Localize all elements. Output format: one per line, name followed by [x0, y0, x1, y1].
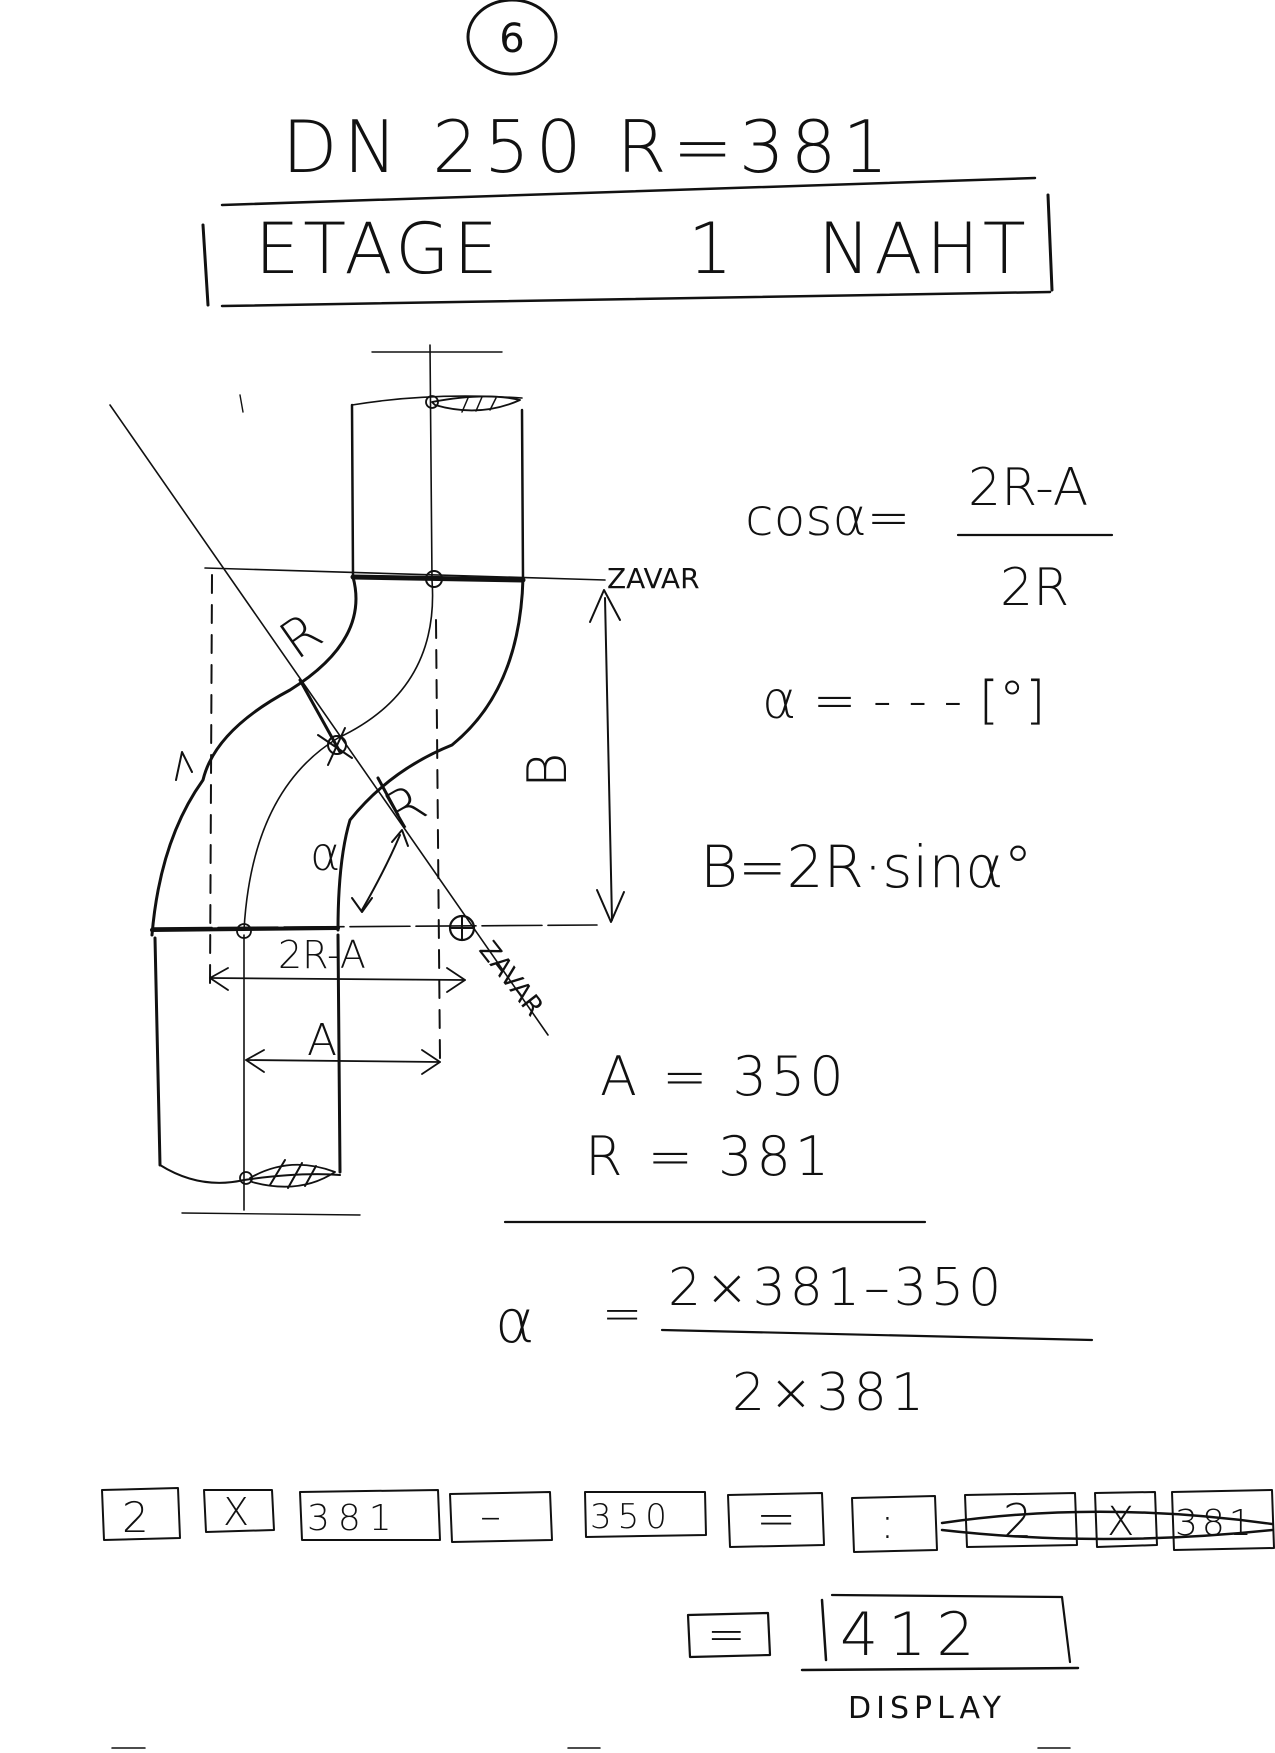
given-r: R = 381	[585, 1125, 833, 1188]
header-title: DN 250 R=381	[282, 105, 894, 189]
given-a: A = 350	[600, 1045, 848, 1108]
calc-numerator: 2×381–350	[668, 1258, 1005, 1318]
calculator-key-sequence: 2 X 381 – 350 = : 2 X 381	[101, 1487, 1275, 1553]
calc-equals: =	[602, 1286, 642, 1342]
calc-denominator: 2×381	[732, 1363, 928, 1423]
radius-label-upper: R	[269, 602, 333, 672]
alpha-calculation: α = 2×381–350 2×381	[495, 1258, 1094, 1423]
page-number: 6	[499, 16, 524, 62]
header-seam-count: 1	[688, 208, 733, 290]
cos-alpha-denominator: 2R	[1000, 558, 1069, 618]
cos-alpha-numerator: 2R-A	[968, 458, 1088, 518]
key-label: 2	[1003, 1494, 1032, 1548]
formula-block: cosα= 2R-A 2R α = - - - [°] B=2R·sinα°	[700, 458, 1114, 901]
header: DN 250 R=381 ETAGE 1 NAHT	[201, 105, 1054, 308]
key-label: –	[480, 1491, 501, 1540]
b-dimension-label: B	[516, 753, 579, 788]
alpha-label: α	[310, 827, 340, 881]
key-label: X	[223, 1490, 249, 1534]
result-equals-key: =	[707, 1607, 746, 1661]
key-label: 350	[590, 1497, 673, 1537]
two-r-minus-a-label: 2R-A	[278, 933, 366, 977]
header-etage: ETAGE	[255, 208, 502, 290]
key-label: 381	[307, 1498, 400, 1539]
a-dimension-label: A	[307, 1015, 337, 1066]
weld-label-top: ZAVAR	[607, 562, 700, 595]
display-label: DISPLAY	[848, 1691, 1006, 1726]
key-label: X	[1107, 1499, 1134, 1545]
key-label: :	[880, 1498, 895, 1549]
cos-alpha-lhs: cosα=	[745, 488, 910, 548]
given-values: A = 350 R = 381	[503, 1045, 927, 1224]
alpha-degrees-formula: α = - - - [°]	[762, 671, 1045, 731]
page-number-badge: 6	[466, 0, 558, 76]
calc-alpha: α	[495, 1287, 535, 1357]
b-formula: B=2R·sinα°	[700, 833, 1033, 901]
result-row: = 412 DISPLAY	[686, 1593, 1080, 1726]
weld-label-bottom: ZAVAR	[472, 936, 549, 1022]
display-value: 412	[840, 1600, 985, 1670]
key-label: 2	[122, 1493, 149, 1542]
header-naht: NAHT	[818, 208, 1030, 290]
key-label: =	[756, 1491, 796, 1547]
